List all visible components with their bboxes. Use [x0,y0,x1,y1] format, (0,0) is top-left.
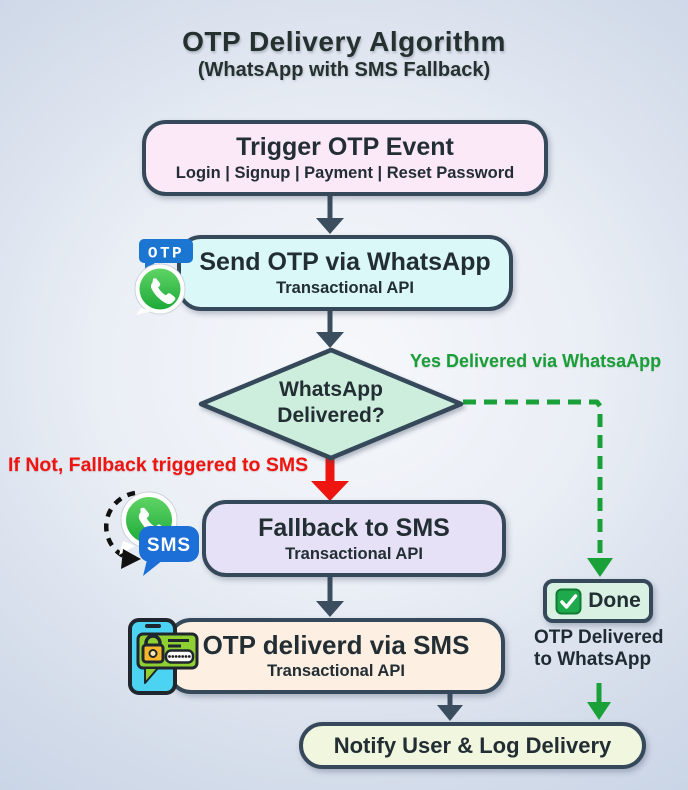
decision-diamond [198,347,464,461]
node-title: Fallback to SMS [258,513,450,542]
node-notify-log: Notify User & Log Delivery [299,722,646,769]
password-dots [168,655,191,658]
no-branch-label: If Not, Fallback triggered to SMS [8,454,309,476]
yes-branch-label: Yes Delivered via WhatsaApp [410,351,662,371]
done-label: Done [588,589,641,612]
node-fallback-to-sms: Fallback to SMS Transactional API [202,500,506,577]
node-done: Done [543,579,653,623]
node-trigger-otp-event: Trigger OTP Event Login | Signup | Payme… [142,120,548,196]
node-subtitle: Login | Signup | Payment | Reset Passwor… [175,164,515,182]
arrow-fallback-to-otpsms [316,577,344,617]
done-caption: OTP Delivered to WhatsApp [534,627,664,670]
fallback-arrowhead [121,549,141,569]
check-icon [555,588,582,614]
node-send-otp-whatsapp: Send OTP via WhatsApp Transactional API [177,235,513,311]
node-title: OTP deliverd via SMS [202,630,470,660]
fallback-whatsapp-sms-icon: SMS [103,490,199,576]
sms-badge-text: SMS [147,535,191,556]
arrow-send-to-decision [316,311,344,348]
page-subtitle: (WhatsApp with SMS Fallback) [197,59,491,81]
node-subtitle: Transactional API [285,544,423,563]
phone-handset-glyph [150,278,176,305]
otp-badge-text: OTP [148,245,184,263]
node-subtitle: Transactional API [267,662,405,680]
otp-sms-phone-icon [128,618,199,695]
page-title-block: OTP Delivery Algorithm (WhatsApp with SM… [0,26,688,82]
node-title: Send OTP via WhatsApp [199,248,491,276]
otp-whatsapp-icon: OTP [134,239,193,315]
node-title: Notify User & Log Delivery [333,732,612,758]
node-otp-delivered-sms: OTP deliverd via SMS Transactional API [167,618,505,694]
arrow-trigger-to-send [316,196,344,234]
node-subtitle: Transactional API [276,279,414,297]
arrow-no-branch [311,456,349,501]
decision-label: WhatsApp Delivered? [277,378,385,427]
page-title: OTP Delivery Algorithm [182,26,506,57]
arrow-done-to-notify [587,683,611,720]
arrow-otpsms-to-notify [437,694,463,721]
node-title: Trigger OTP Event [236,133,454,161]
arrow-yes-branch-dashed [463,399,613,577]
